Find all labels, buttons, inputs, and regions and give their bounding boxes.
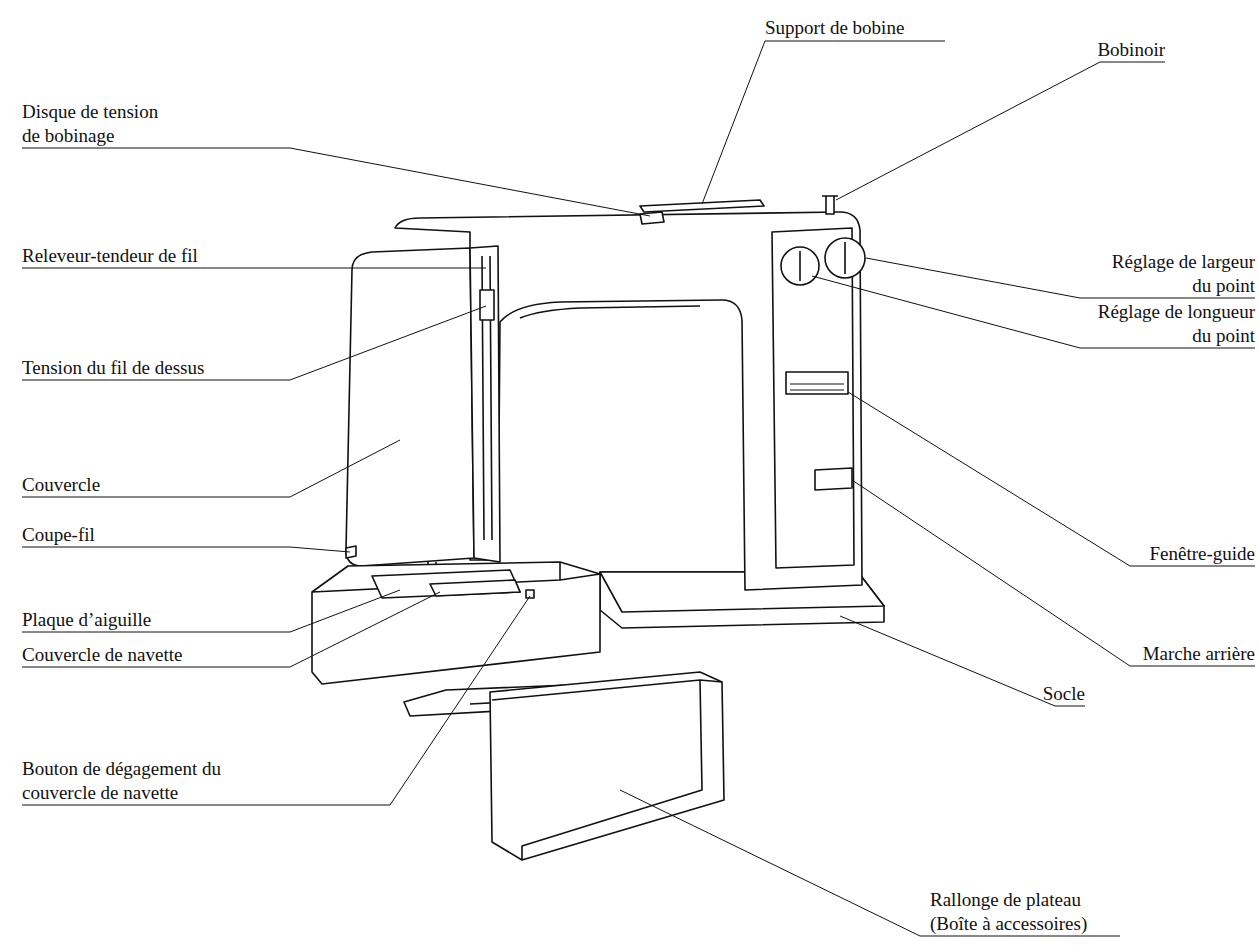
dial-marks	[800, 242, 845, 281]
head-cover	[346, 248, 474, 566]
tension-dial	[480, 290, 494, 320]
part-label: Réglage de largeur du point	[1095, 250, 1255, 298]
leader-line	[812, 276, 1255, 348]
machine	[312, 196, 884, 860]
leader-line	[22, 590, 400, 632]
guide-window	[786, 372, 848, 394]
part-label: Fenêtre-guide	[1100, 542, 1255, 566]
needle-plate	[372, 570, 520, 598]
leader-line	[702, 41, 945, 204]
leader-line	[22, 592, 440, 667]
part-label: Couvercle	[22, 473, 222, 497]
part-label: Marche arrière	[1100, 642, 1255, 666]
arm-shade	[520, 306, 700, 318]
part-label: Réglage de longueur du point	[1080, 300, 1255, 348]
leader-line	[620, 790, 1120, 936]
part-label: Plaque d’aiguille	[22, 608, 282, 632]
leader-line	[852, 480, 1255, 666]
free-arm	[312, 562, 600, 684]
leader-line	[840, 616, 1085, 706]
part-label: Couvercle de navette	[22, 643, 282, 667]
bobbin-winder	[822, 196, 838, 214]
part-label: Support de bobine	[765, 16, 965, 40]
leader-line	[836, 62, 1165, 200]
head-side	[470, 246, 500, 562]
part-label: Tension du fil de dessus	[22, 356, 292, 380]
leader-line	[22, 547, 350, 552]
control-panel	[772, 228, 854, 568]
accessory-box-edge	[492, 680, 722, 860]
part-label: Disque de tension de bobinage	[22, 100, 170, 148]
part-label: Bobinoir	[1085, 38, 1165, 62]
leader-line	[22, 306, 486, 380]
leader-lines	[22, 41, 1255, 936]
part-label: Bouton de dégagement du couvercle de nav…	[22, 757, 254, 805]
leader-line	[22, 268, 486, 269]
tension-disc	[640, 212, 664, 224]
leader-line	[848, 392, 1255, 566]
spool-pin	[640, 200, 764, 212]
reverse-button	[815, 468, 852, 490]
leader-line	[22, 148, 650, 216]
shuttle-cover	[430, 580, 520, 596]
part-label: Coupe-fil	[22, 523, 222, 547]
guide-window-ticks	[790, 384, 844, 390]
part-label: Socle	[1020, 682, 1085, 706]
accessory-box	[490, 672, 724, 860]
part-label: Releveur-tendeur de fil	[22, 244, 282, 268]
part-label: Rallonge de plateau (Boîte à accessoires…	[930, 888, 1108, 936]
leader-line	[22, 596, 530, 805]
leader-line	[22, 440, 400, 497]
